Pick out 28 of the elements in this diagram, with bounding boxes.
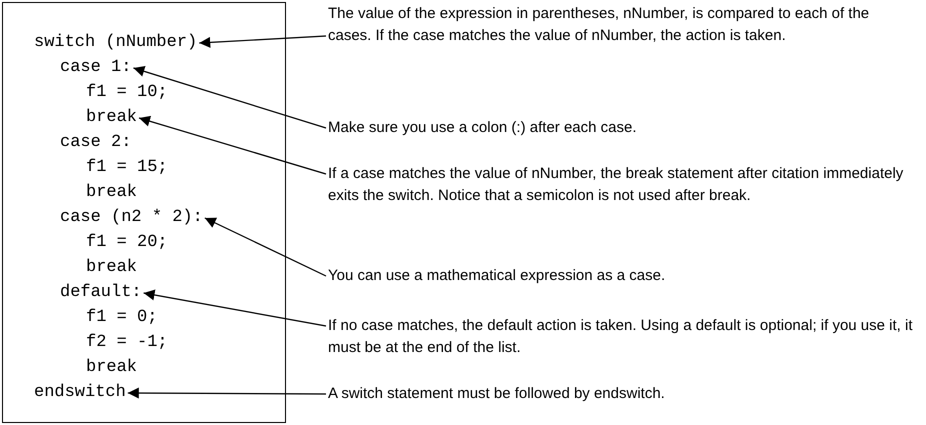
leader-line (199, 35, 326, 48)
code-line: switch (nNumber) (34, 33, 198, 53)
code-line: break (86, 183, 138, 203)
code-line: break (86, 258, 138, 278)
code-line: f1 = 10; (86, 83, 168, 103)
annotation-text: The value of the expression in parentheses, nNumber, is compared to each of the cases. If the case matches the value of nNumber, the action is taken. (328, 3, 908, 47)
code-line: case (n2 * 2): (60, 208, 203, 228)
leader-line (128, 388, 326, 399)
code-line: default: (60, 283, 142, 303)
leader-line (144, 290, 326, 327)
code-line: f1 = 15; (86, 158, 168, 178)
code-line: break (86, 358, 138, 378)
code-line: f2 = -1; (86, 333, 168, 353)
code-line: case 2: (60, 133, 132, 153)
code-line: f1 = 20; (86, 233, 168, 253)
annotation-text: If a case matches the value of nNumber, the break statement after citation immediately exits the switch. Notice that a semicolon is not used after break. (328, 163, 908, 207)
leader-line (133, 66, 326, 129)
annotation-text: Make sure you use a colon (:) after each case. (328, 117, 636, 139)
leader-line (138, 116, 326, 175)
code-line: case 1: (60, 58, 132, 78)
code-line: break (86, 108, 138, 128)
code-line: endswitch (34, 383, 126, 403)
leader-line (204, 217, 326, 277)
annotation-text: You can use a mathematical expression as a case. (328, 265, 666, 287)
annotation-text: A switch statement must be followed by endswitch. (328, 383, 665, 405)
annotation-text: If no case matches, the default action is taken. Using a default is optional; if you use it, it must be at the end of the list. (328, 315, 918, 359)
code-line: f1 = 0; (86, 308, 158, 328)
code-panel (2, 2, 286, 423)
